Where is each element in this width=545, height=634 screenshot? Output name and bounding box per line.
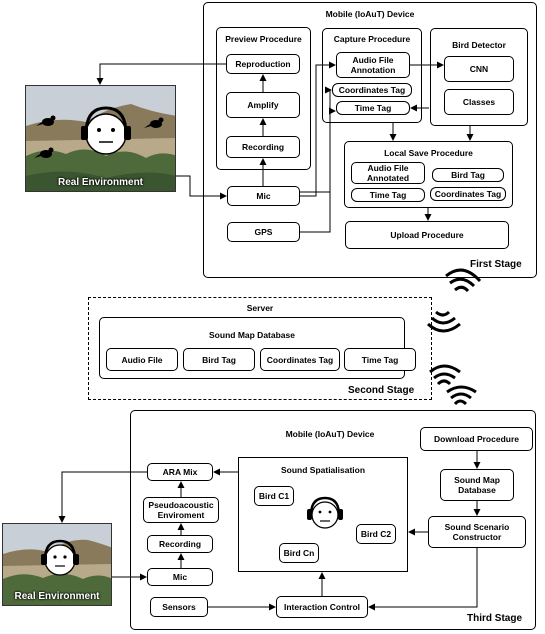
- real-environment-label-top: Real Environment: [57, 177, 144, 188]
- reproduction-node: Reproduction: [226, 54, 300, 74]
- capture-time-tag: Time Tag: [336, 101, 410, 115]
- audio-file-annotated-node: Audio File Annotated: [351, 162, 425, 184]
- capture-coordinates-tag: Coordinates Tag: [332, 83, 412, 97]
- local-time-tag: Time Tag: [351, 188, 425, 202]
- sound-map-database-title: Sound Map Database: [209, 330, 295, 340]
- sound-map-database-node: Sound Map Database: [440, 469, 514, 501]
- wireless-signal-icon: [426, 268, 482, 406]
- third-recording-node: Recording: [147, 535, 213, 553]
- first-mic-node: Mic: [227, 186, 300, 206]
- second-stage-label: Second Stage: [348, 385, 415, 396]
- classes-node: Classes: [444, 89, 514, 115]
- third-stage-device-title: Mobile (IoAuT) Device: [285, 429, 375, 439]
- headphone-face-icon: [81, 106, 131, 155]
- server-bird-tag: Bird Tag: [183, 348, 255, 371]
- bird-icon: [34, 115, 164, 158]
- upload-procedure-node: Upload Procedure: [345, 221, 509, 249]
- local-save-title: Local Save Procedure: [384, 148, 473, 158]
- server-time-tag: Time Tag: [344, 348, 416, 371]
- interaction-control-node: Interaction Control: [276, 596, 368, 618]
- sound-scenario-constructor-node: Sound Scenario Constructor: [428, 516, 526, 548]
- ara-mix-node: ARA Mix: [147, 463, 213, 481]
- first-stage-label: First Stage: [470, 259, 522, 270]
- amplify-node: Amplify: [226, 92, 300, 118]
- bird-c1-node: Bird C1: [254, 486, 294, 506]
- preview-procedure-title: Preview Procedure: [225, 34, 302, 44]
- bird-cn-node: Bird Cn: [279, 543, 319, 563]
- preview-recording-node: Recording: [226, 136, 300, 158]
- local-bird-tag: Bird Tag: [432, 168, 504, 182]
- pseudoacoustic-node: Pseudoacoustic Enviroment: [143, 497, 219, 523]
- headphone-face-icon: [41, 539, 79, 576]
- real-environment-scene-bottom: Real Environment: [2, 523, 112, 606]
- server-audio-file: Audio File: [106, 348, 178, 371]
- first-stage-device-title: Mobile (IoAuT) Device: [325, 9, 415, 19]
- audio-file-annotation-node: Audio File Annotation: [336, 52, 410, 78]
- server-coordinates-tag: Coordinates Tag: [260, 348, 340, 371]
- server-title: Server: [246, 303, 274, 313]
- bird-detector-title: Bird Detector: [452, 40, 506, 50]
- local-coordinates-tag: Coordinates Tag: [430, 187, 506, 201]
- capture-procedure-title: Capture Procedure: [333, 34, 411, 44]
- sound-spatialisation-title: Sound Spatialisation: [280, 465, 366, 475]
- third-mic-node: Mic: [147, 568, 213, 586]
- bird-c2-node: Bird C2: [356, 524, 396, 544]
- third-stage-label: Third Stage: [467, 613, 523, 624]
- cnn-node: CNN: [444, 56, 514, 82]
- sensors-node: Sensors: [150, 597, 208, 617]
- real-environment-label-bottom: Real Environment: [14, 591, 100, 602]
- real-environment-scene-top: Real Environment: [25, 85, 176, 192]
- gps-node: GPS: [227, 222, 300, 242]
- download-procedure-node: Download Procedure: [420, 427, 533, 451]
